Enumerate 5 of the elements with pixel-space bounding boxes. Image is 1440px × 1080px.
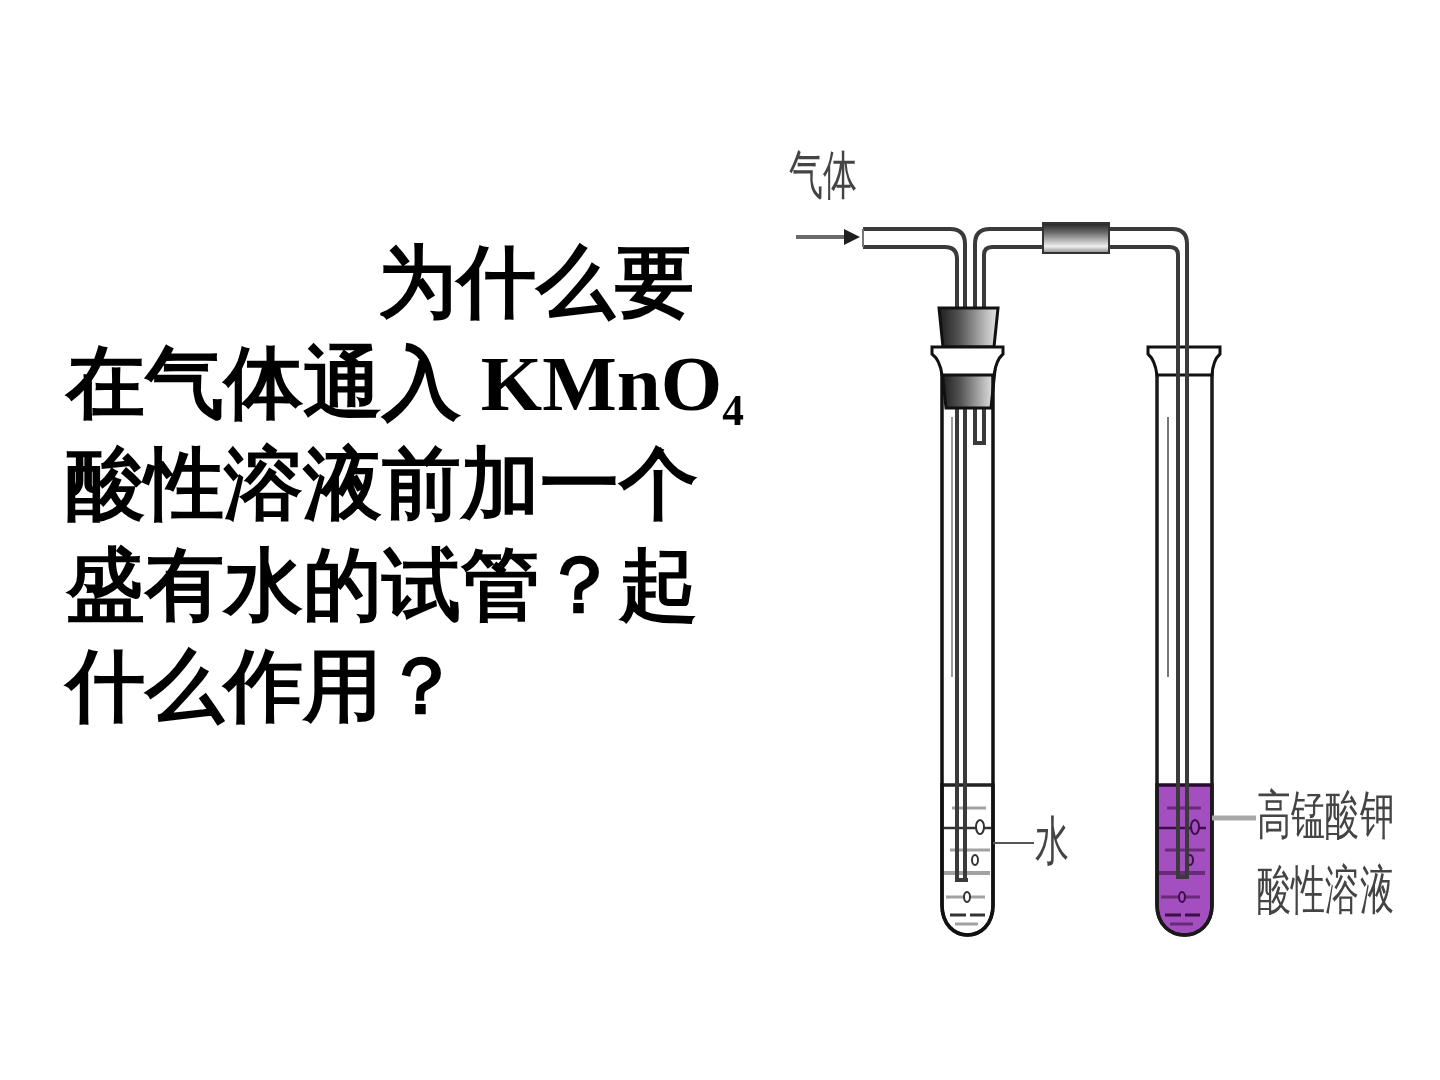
water-label: 水	[1035, 813, 1070, 869]
leader-line	[992, 842, 1035, 844]
gas-label: 气体	[789, 147, 858, 203]
solution-label: 高锰酸钾酸性溶液	[1257, 778, 1401, 929]
leader-line	[1212, 815, 1256, 821]
